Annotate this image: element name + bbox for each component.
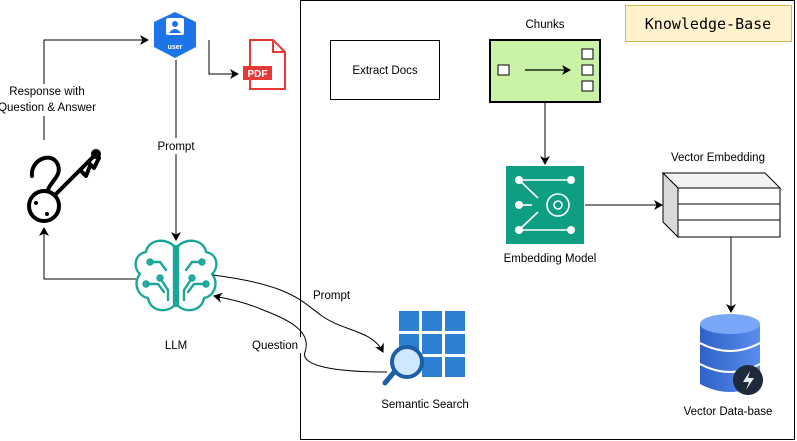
embedding-model-icon <box>506 166 584 244</box>
llm-label: LLM <box>165 340 187 352</box>
prompt-search-label: Prompt <box>313 290 351 302</box>
knowledge-base-container <box>300 0 795 440</box>
extract-docs-box <box>330 40 440 100</box>
arrow-llm-to-search <box>212 274 384 353</box>
llm-brain-icon <box>134 239 218 312</box>
semantic-search-label: Semantic Search <box>381 399 469 411</box>
vector-embedding-icon <box>661 171 782 239</box>
extract-docs-label: Extract Docs <box>352 65 417 77</box>
knowledge-base-label-box <box>625 5 792 42</box>
chunks-icon <box>489 39 601 103</box>
user-icon-text: user <box>168 44 183 51</box>
embedding-model-label: Embedding Model <box>504 253 597 265</box>
key-icon <box>27 149 101 223</box>
key-bit-dots <box>34 201 49 216</box>
arrow-user-to-pdf <box>208 40 239 79</box>
pdf-icon: PDF <box>243 39 286 90</box>
vector-database-icon <box>699 314 763 395</box>
arrow-llm-to-key <box>39 227 136 280</box>
vector-embedding-label: Vector Embedding <box>671 152 765 164</box>
semantic-search-icon <box>382 311 465 386</box>
user-icon: user <box>154 12 196 58</box>
arrow-search-to-llm <box>213 292 388 373</box>
knowledge-base-label: Knowledge-Base <box>645 15 771 33</box>
response-label-line2: Question & Answer <box>0 102 96 114</box>
chunks-label: Chunks <box>526 19 565 31</box>
response-label-line1: Response with <box>9 86 84 98</box>
pdf-icon-text: PDF <box>248 69 268 80</box>
prompt-user-label: Prompt <box>157 141 195 153</box>
vector-database-label: Vector Data-base <box>684 406 773 418</box>
question-label: Question <box>252 340 298 352</box>
